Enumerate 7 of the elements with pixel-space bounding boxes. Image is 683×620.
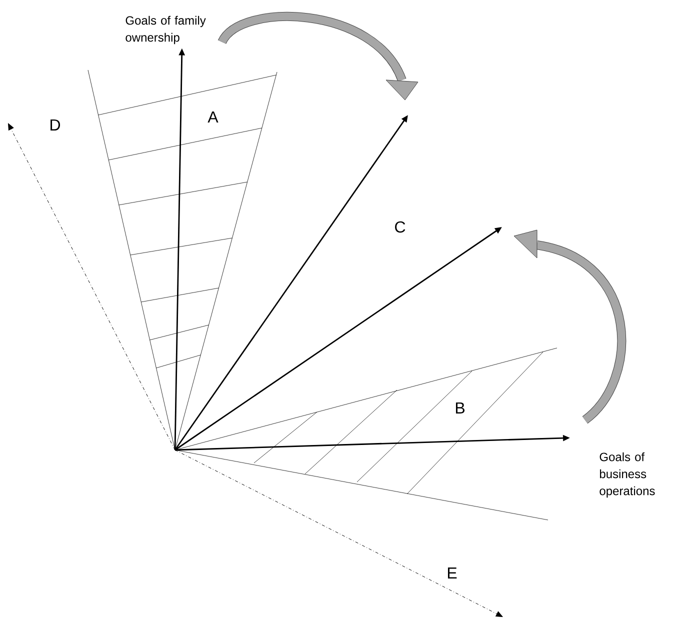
region-letter: E <box>448 567 457 578</box>
region-letter: C <box>395 221 406 233</box>
axis-label: Goals of business operations <box>600 452 655 498</box>
region-letter: D <box>50 120 60 130</box>
region-letter: B <box>456 402 464 414</box>
region-letter: A <box>208 112 218 122</box>
axis-label: Goals of family ownership <box>126 16 206 44</box>
